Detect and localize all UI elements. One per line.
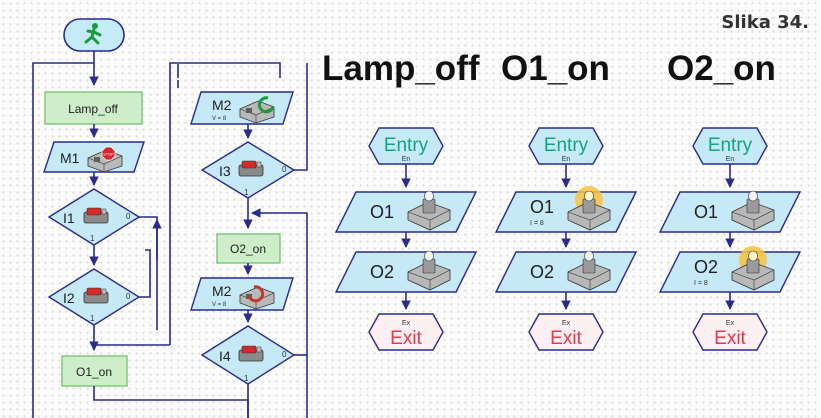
output-o2-block[interactable] [334,251,478,293]
svg-text:STOP: STOP [103,152,114,157]
svg-text:1: 1 [244,374,249,383]
m2-top-speed: V = 8 [212,116,227,122]
output-o2-block[interactable] [494,251,638,293]
o2-on-label: O2_on [230,242,266,256]
exit-sup-label: Ex [402,320,411,327]
m2-bottom-speed: V = 8 [212,302,227,308]
motor-turn-right-icon [239,285,275,310]
output-o2-intensity: I = 8 [694,280,708,287]
exit-block[interactable] [368,313,444,351]
output-o2-label: O2 [370,262,394,282]
pushbutton-i3-icon [238,160,264,177]
output-o2-label: O2 [694,257,718,277]
m1-label: M1 [60,150,80,166]
i2-label: I2 [63,290,75,306]
pushbutton-i4-icon [238,345,264,362]
lamp-off-label: Lamp_off [68,102,118,116]
pushbutton-i1-icon [83,207,109,224]
output-o1-block[interactable] [658,191,802,233]
m2-bottom-label: M2 [212,283,232,299]
entry-label: Entry [708,135,753,156]
m2-top-label: M2 [212,97,232,113]
svg-text:0: 0 [126,212,131,221]
svg-text:1: 1 [90,234,95,243]
exit-block[interactable] [528,313,604,351]
lamp-off-subprogram-block[interactable] [44,91,143,125]
entry-block[interactable] [368,127,444,165]
output-o2-block[interactable] [658,251,802,293]
svg-text:1: 1 [244,188,249,197]
svg-text:0: 0 [282,350,287,359]
output-o1-block[interactable] [334,191,478,233]
exit-sup-label: Ex [562,320,571,327]
entry-sub-label: En [562,156,571,163]
output-o1-block[interactable] [494,191,638,233]
entry-sub-label: En [726,156,735,163]
loop-line-to-m2 [169,62,281,345]
output-o1-label: O1 [530,197,554,217]
i4-label: I4 [219,348,231,364]
entry-sub-label: En [402,156,411,163]
figure-caption: Slika 34. [721,12,809,33]
main-flow-column-2: M2 V = 8 I3 0 1 O2_on M2 V = 8 I4 0 1 [190,63,308,418]
motor-turn-left-icon [239,96,275,124]
entry-label: Entry [544,135,589,156]
o1-on-subprogram-block[interactable] [61,355,128,387]
subprogram-title-lamp-off: Lamp_off [322,49,480,88]
pushbutton-i2-icon [83,287,109,304]
main-flow-column-1: Lamp_off M1 STOP I1 0 1 I2 0 1 O1_on [32,18,281,418]
svg-text:0: 0 [282,165,287,174]
motor-stop-icon: STOP [87,146,123,173]
entry-block[interactable] [528,127,604,165]
o1-on-label: O1_on [76,365,112,379]
flow-line [93,386,249,418]
subprogram-title-o2-on: O2_on [667,49,776,88]
entry-block[interactable] [692,127,768,165]
exit-block[interactable] [692,313,768,351]
output-o2-label: O2 [530,262,554,282]
svg-text:0: 0 [126,292,131,301]
i3-label: I3 [219,163,231,179]
exit-sup-label: Ex [726,320,735,327]
output-o1-label: O1 [370,202,394,222]
exit-label: Exit [390,328,422,349]
output-o1-intensity: I = 8 [530,220,544,227]
loop-back-line [32,62,94,418]
svg-text:1: 1 [90,314,95,323]
o2-on-subprogram-block[interactable] [216,233,281,264]
output-o1-label: O1 [694,202,718,222]
i1-label: I1 [63,210,75,226]
running-man-icon [84,23,102,45]
exit-label: Exit [714,328,746,349]
subprogram-title-o1-on: O1_on [501,49,610,88]
exit-label: Exit [550,328,582,349]
entry-label: Entry [384,135,429,156]
